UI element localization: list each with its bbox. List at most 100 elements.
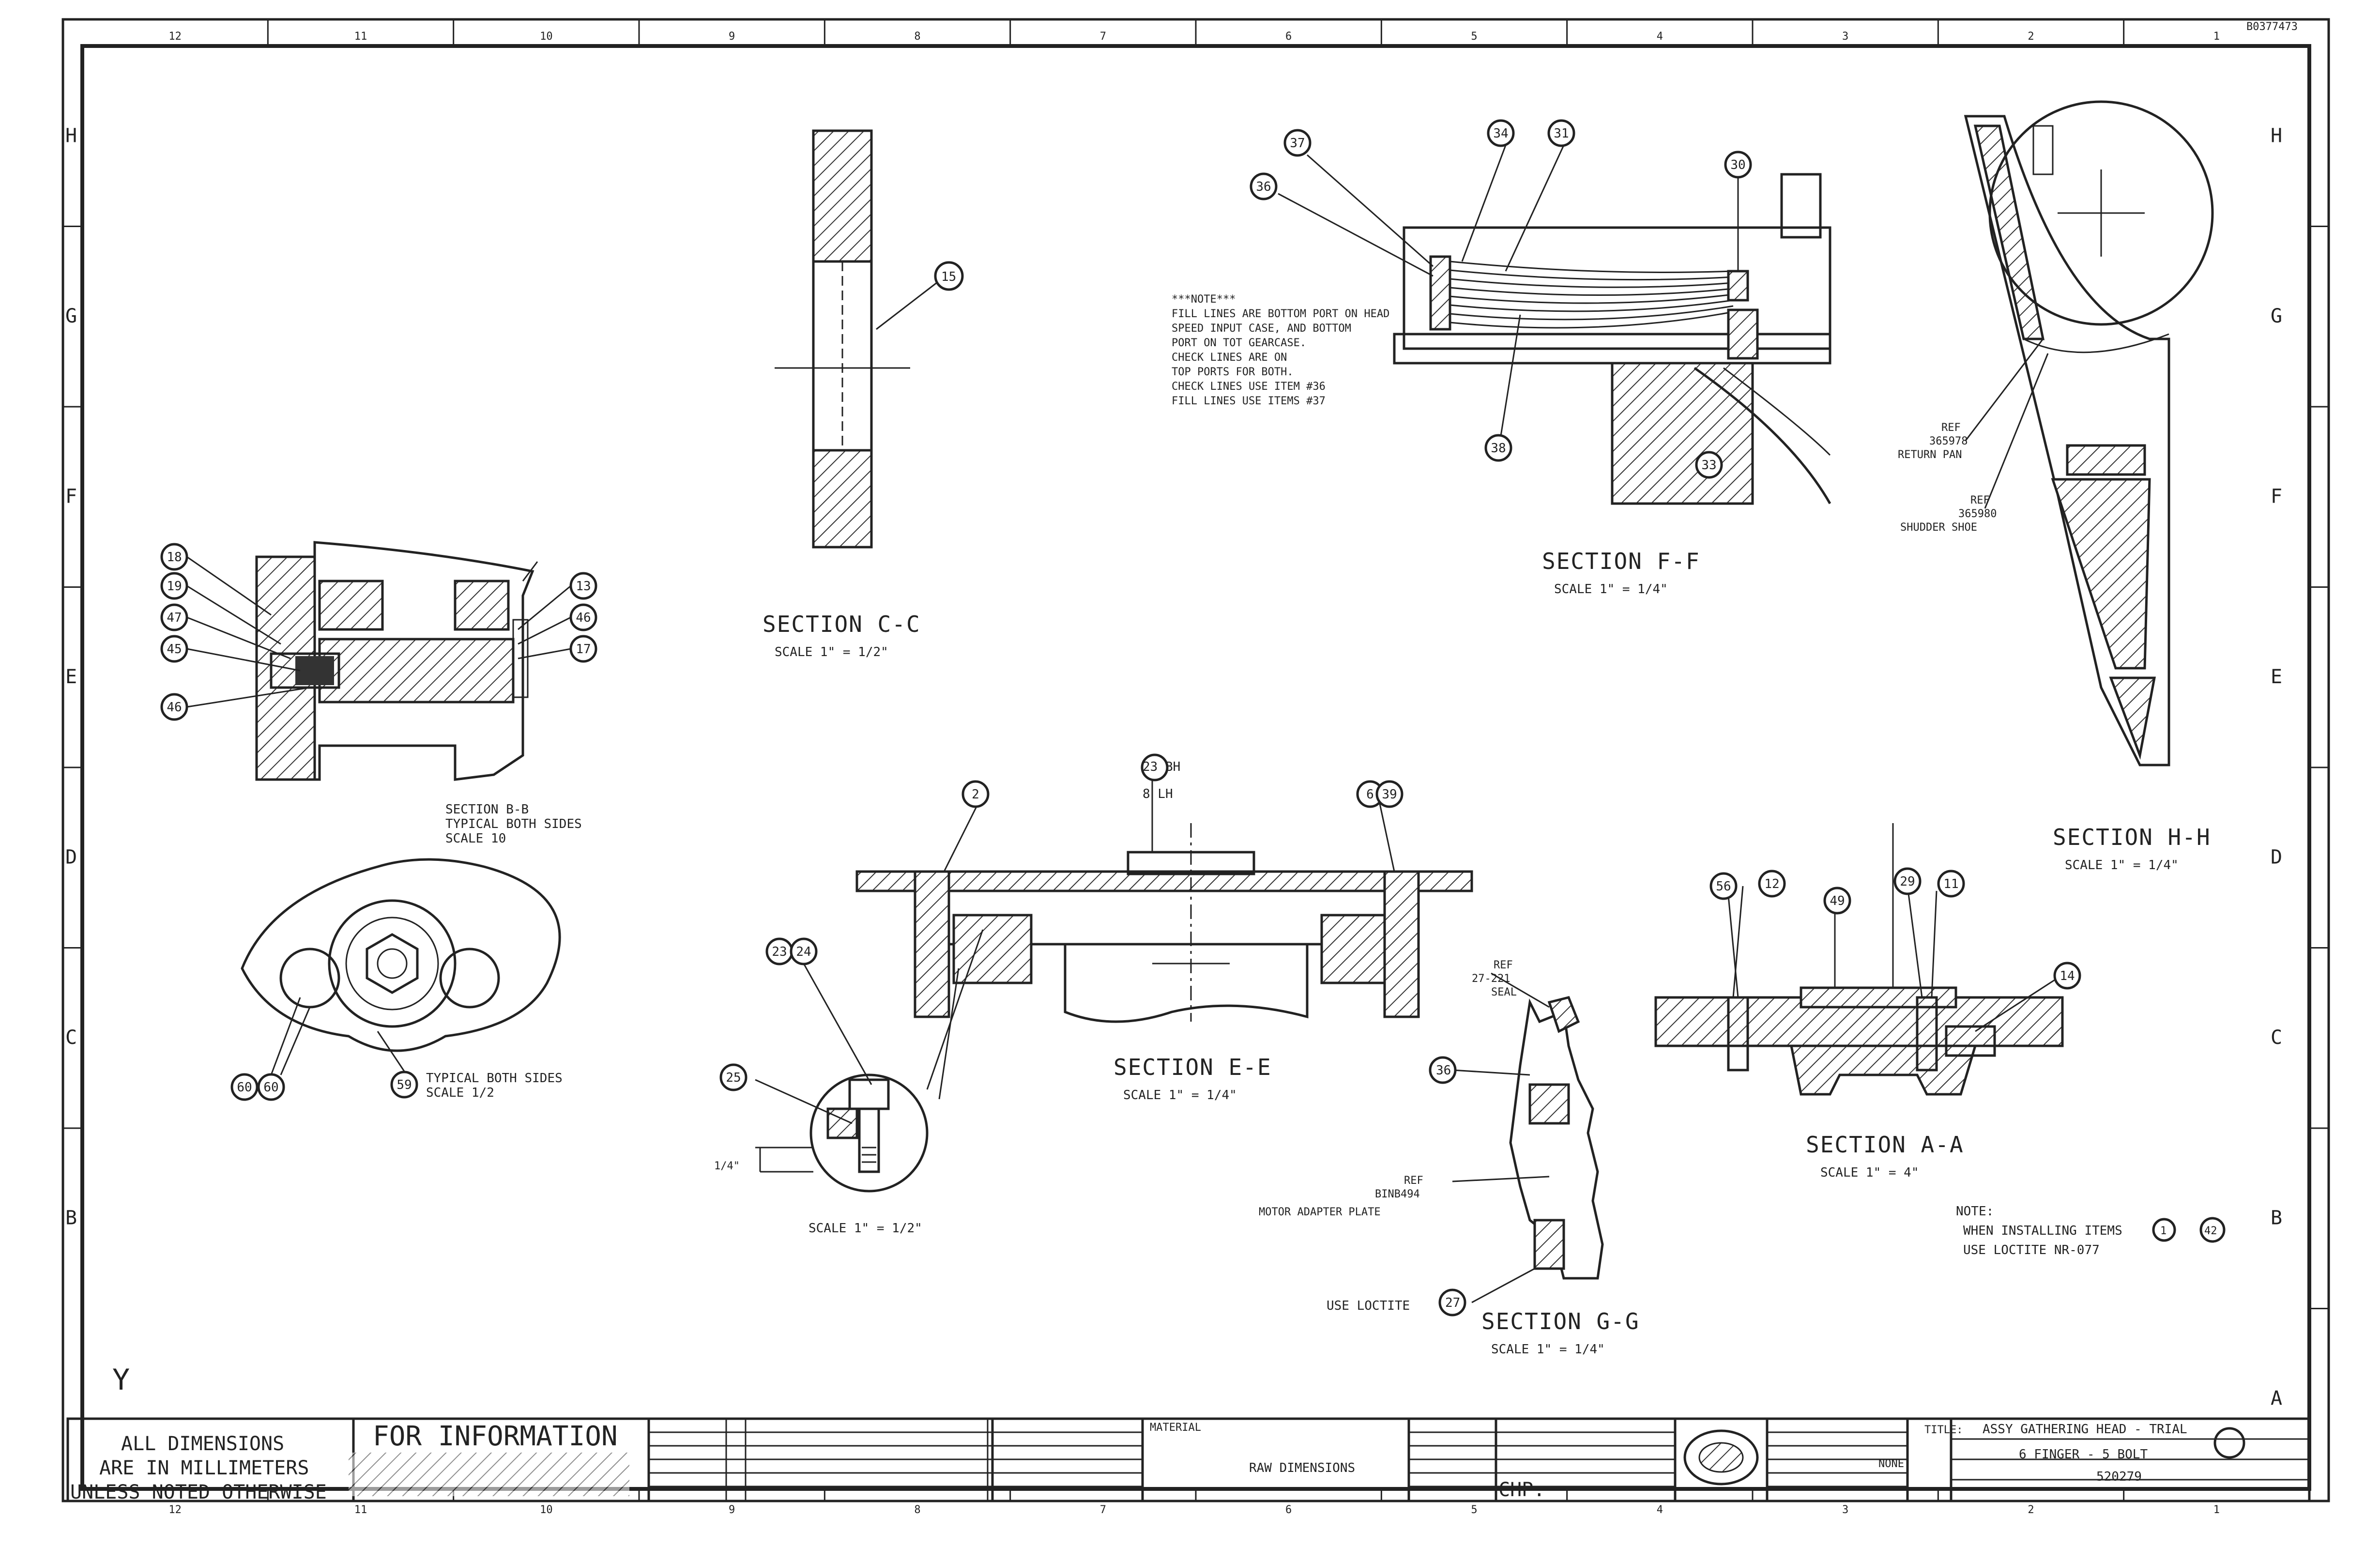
grid-row-left-E: E xyxy=(65,666,77,688)
section-cc-title: SECTION C-C xyxy=(763,611,921,637)
ff-balloon-37: 37 xyxy=(1283,129,1312,157)
svg-text:39: 39 xyxy=(1382,787,1397,802)
grid-col-5: 5 xyxy=(1471,31,1477,43)
grid-col-bottom-7: 7 xyxy=(1100,1504,1106,1516)
svg-text:TITLE:: TITLE: xyxy=(1924,1424,1963,1436)
svg-text:USE LOCTITE NR-077: USE LOCTITE NR-077 xyxy=(1963,1243,2100,1257)
bb-balloon-r-13: 13 xyxy=(569,572,597,600)
grid-row-left-F: F xyxy=(65,485,77,507)
svg-text:18: 18 xyxy=(167,550,182,565)
svg-text:MOTOR ADAPTER PLATE: MOTOR ADAPTER PLATE xyxy=(1259,1206,1381,1218)
svg-text:45: 45 xyxy=(167,642,182,657)
grid-col-bottom-9: 9 xyxy=(729,1504,735,1516)
svg-text:CHP:: CHP: xyxy=(1498,1479,1545,1501)
detail-dimension: 1/4" xyxy=(714,1160,740,1172)
ff-balloon-31: 31 xyxy=(1547,119,1575,147)
svg-text:31: 31 xyxy=(1554,126,1569,141)
bottom-view-balloon-60: 60 xyxy=(230,1073,259,1101)
svg-text:6: 6 xyxy=(1366,787,1374,802)
ff-note-line: TOP PORTS FOR BOTH. xyxy=(1172,366,1294,378)
grid-col-8: 8 xyxy=(914,31,920,43)
svg-text:25: 25 xyxy=(726,1071,741,1085)
aa-balloon-56: 56 xyxy=(1709,872,1738,900)
grid-col-12: 12 xyxy=(168,31,182,43)
grid-row-right-F: F xyxy=(2271,485,2282,507)
svg-text:NOTE:: NOTE: xyxy=(1956,1204,1994,1219)
border-frame xyxy=(61,18,2330,1502)
section-cc-scale: SCALE 1" = 1/2" xyxy=(775,645,888,659)
grid-col-9: 9 xyxy=(729,31,735,43)
section-hh-scale: SCALE 1" = 1/4" xyxy=(2065,858,2179,873)
aa-balloon-14: 14 xyxy=(2053,962,2081,990)
svg-text:ALL DIMENSIONS: ALL DIMENSIONS xyxy=(121,1433,284,1455)
svg-text:RETURN PAN: RETURN PAN xyxy=(1898,449,1962,461)
svg-text:SCALE 10: SCALE 10 xyxy=(445,831,506,846)
svg-text:29: 29 xyxy=(1900,874,1915,889)
bb-balloon-46: 46 xyxy=(160,693,188,721)
grid-row-right-G: G xyxy=(2271,305,2282,327)
aa-balloon-11: 11 xyxy=(1937,870,1965,898)
grid-row-left-D: D xyxy=(65,846,77,868)
section-aa-scale: SCALE 1" = 4" xyxy=(1820,1165,1919,1180)
grid-row-right-C: C xyxy=(2271,1026,2282,1049)
svg-text:BINB494: BINB494 xyxy=(1375,1188,1420,1200)
drawing-title-line1: ASSY GATHERING HEAD - TRIAL xyxy=(1983,1422,2187,1437)
svg-text:MATERIAL: MATERIAL xyxy=(1150,1422,1201,1434)
svg-text:23 BH: 23 BH xyxy=(1143,760,1180,774)
svg-text:365978: 365978 xyxy=(1929,435,1968,447)
svg-text:REF: REF xyxy=(1970,494,1990,506)
svg-text:TYPICAL BOTH SIDES: TYPICAL BOTH SIDES xyxy=(445,817,582,831)
svg-text:56: 56 xyxy=(1716,879,1731,894)
svg-text:46: 46 xyxy=(167,700,182,715)
ff-note-line: FILL LINES ARE BOTTOM PORT ON HEAD xyxy=(1172,308,1389,320)
ee-balloon-25: 25 xyxy=(719,1063,748,1091)
grid-row-right-B: B xyxy=(2271,1207,2282,1229)
grid-col-7: 7 xyxy=(1100,31,1106,43)
svg-text:8 LH: 8 LH xyxy=(1143,787,1173,801)
drawing-id-stamp: B0377473 xyxy=(2246,21,2298,33)
section-gg-view: REF 27-221 SEAL 36 REF BINB494 MOTOR ADA… xyxy=(1259,959,1639,1357)
svg-text:37: 37 xyxy=(1290,136,1305,151)
svg-text:2: 2 xyxy=(972,787,979,802)
grid-col-6: 6 xyxy=(1285,31,1292,43)
svg-text:RAW DIMENSIONS: RAW DIMENSIONS xyxy=(1249,1461,1355,1475)
grid-col-bottom-6: 6 xyxy=(1285,1504,1292,1516)
aa-balloon-29: 29 xyxy=(1893,867,1922,895)
installation-note: NOTE: WHEN INSTALLING ITEMS USE LOCTITE … xyxy=(1956,1204,2226,1257)
svg-text:REF: REF xyxy=(1494,959,1513,971)
grid-col-bottom-4: 4 xyxy=(1657,1504,1663,1516)
drawing-number: 520279 xyxy=(2096,1470,2142,1484)
svg-text:60: 60 xyxy=(263,1080,278,1095)
section-hh-title: SECTION H-H xyxy=(2053,824,2211,850)
svg-text:36: 36 xyxy=(1436,1063,1451,1078)
section-ff-scale: SCALE 1" = 1/4" xyxy=(1554,582,1668,597)
balloon-36-gg xyxy=(1429,1056,1457,1084)
grid-col-4: 4 xyxy=(1657,31,1663,43)
svg-text:14: 14 xyxy=(2060,969,2075,983)
svg-text:17: 17 xyxy=(576,642,591,657)
grid-col-11: 11 xyxy=(354,31,367,43)
grid-col-bottom-11: 11 xyxy=(354,1504,367,1516)
grid-col-3: 3 xyxy=(1842,31,1848,43)
grid-col-2: 2 xyxy=(2028,31,2034,43)
ee-balloon-top xyxy=(1141,753,1169,781)
grid-row-left-C: C xyxy=(65,1026,77,1049)
svg-text:365980: 365980 xyxy=(1958,508,1997,520)
grid-col-bottom-2: 2 xyxy=(2028,1504,2034,1516)
bb-balloon-r-46: 46 xyxy=(569,603,597,631)
ff-note-line: SPEED INPUT CASE, AND BOTTOM xyxy=(1172,322,1351,335)
grid-row-left-G: G xyxy=(65,305,77,327)
section-aa-title: SECTION A-A xyxy=(1806,1132,1964,1158)
for-information-stamp: FOR INFORMATION xyxy=(373,1421,618,1452)
bb-balloon-r-17: 17 xyxy=(569,635,597,663)
section-ff-title: SECTION F-F xyxy=(1542,548,1700,574)
svg-text:46: 46 xyxy=(576,611,591,625)
ff-note-line: PORT ON TOT GEARCASE. xyxy=(1172,337,1306,349)
bb-balloon-45: 45 xyxy=(160,635,188,663)
svg-text:USE LOCTITE: USE LOCTITE xyxy=(1327,1299,1410,1313)
